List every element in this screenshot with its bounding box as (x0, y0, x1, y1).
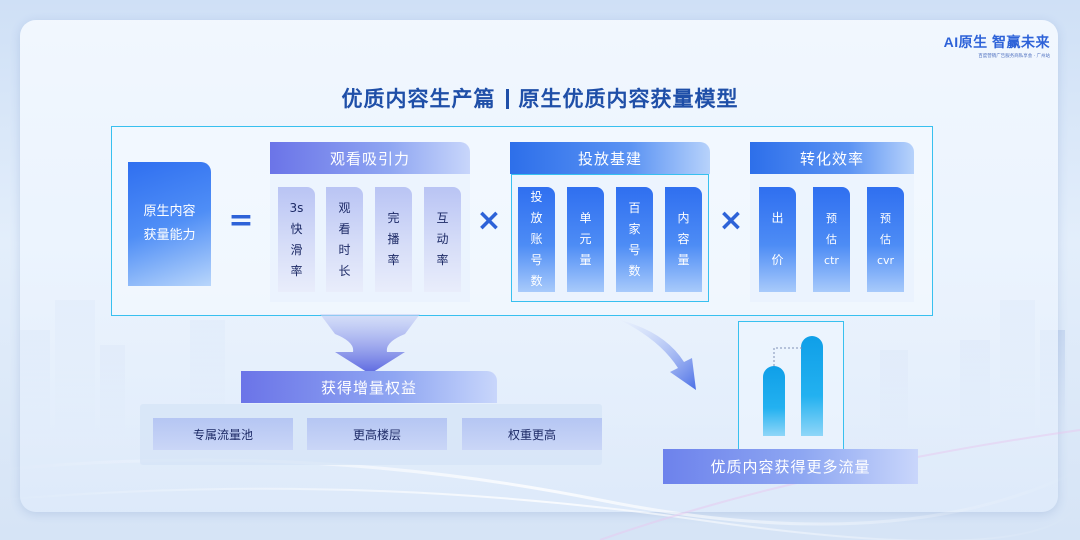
metric-content-volume: 内容量 (665, 187, 702, 292)
multiply-sign-1: × (474, 206, 504, 236)
benefit-higher-weight: 权重更高 (462, 418, 602, 450)
content-ability-card: 原生内容 获量能力 (128, 162, 211, 286)
metric-bid: 出 价 (759, 187, 796, 292)
more-traffic-label: 优质内容获得更多流量 (663, 449, 918, 484)
ability-line-1: 原生内容 (143, 200, 195, 224)
title-right: 原生优质内容获量模型 (519, 87, 739, 111)
title-separator (506, 89, 509, 109)
bar-connector-line (770, 344, 805, 368)
right-arrow-icon (620, 320, 700, 410)
gain-benefits-header: 获得增量权益 (241, 371, 497, 403)
bar-before (763, 366, 785, 436)
multiply-sign-2: × (716, 206, 746, 236)
page-title: 优质内容生产篇原生优质内容获量模型 (0, 83, 1080, 113)
brand-logo: AI原生 智赢未来 百度营销广告服务商私享会 · 广州站 (944, 32, 1050, 59)
attraction-group-header: 观看吸引力 (270, 142, 470, 174)
metric-unit-count: 单元量 (567, 187, 604, 292)
benefit-exclusive-traffic-pool: 专属流量池 (153, 418, 293, 450)
conversion-group-header: 转化效率 (750, 142, 914, 174)
metric-account-count: 投放账号数 (518, 187, 555, 292)
infrastructure-group-header: 投放基建 (510, 142, 710, 174)
down-arrow-icon (305, 314, 435, 374)
brand-main-text: AI原生 智赢未来 (944, 32, 1050, 52)
metric-watch-duration: 观看时长 (326, 187, 363, 292)
traffic-growth-chart-frame (738, 321, 844, 451)
benefit-higher-floor: 更高楼层 (307, 418, 447, 450)
brand-sub-text: 百度营销广告服务商私享会 · 广州站 (944, 53, 1050, 59)
metric-baijiahao-count: 百家号数 (616, 187, 653, 292)
equals-sign: = (226, 206, 256, 236)
metric-completion-rate: 完播率 (375, 187, 412, 292)
ability-line-2: 获量能力 (143, 224, 195, 248)
metric-interaction-rate: 互动率 (424, 187, 461, 292)
title-left: 优质内容生产篇 (342, 87, 496, 111)
